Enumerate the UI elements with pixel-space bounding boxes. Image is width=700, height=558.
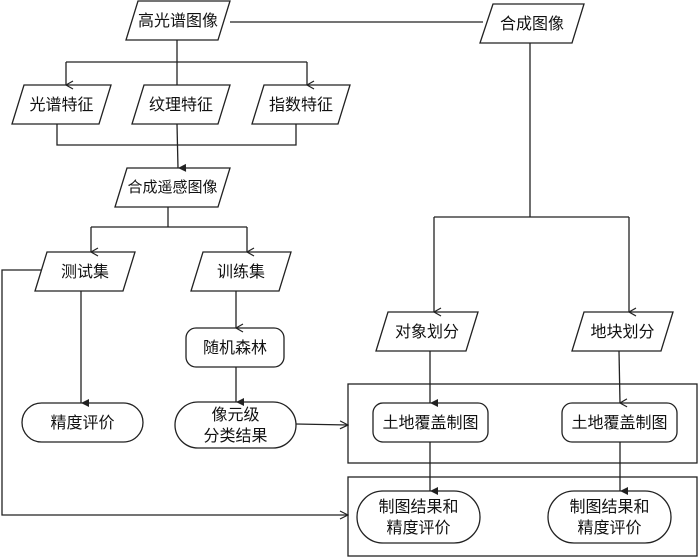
node-spectral-shape [11, 84, 112, 125]
node-train-set-shape [190, 251, 292, 292]
node-map-eval-parcel-shape [547, 490, 672, 544]
node-composite-rs-image: 合成遥感图像 [127, 178, 218, 196]
node-composite-image: 合成图像 [499, 14, 564, 33]
node-random-forest: 随机森林 [202, 338, 267, 357]
node-composite-rs-shape [114, 167, 231, 208]
node-pixel-level-result: 像元级 分类结果 [175, 402, 296, 448]
arrow-pixel-to-landcover [295, 424, 348, 425]
node-composite-shape [479, 3, 585, 44]
node-map-eval-object: 制图结果和 精度评价 [357, 491, 480, 543]
node-hyperspectral-image: 高光谱图像 [137, 11, 218, 30]
node-object-segmentation: 对象划分 [394, 322, 459, 341]
node-hyperspectral-shape [125, 0, 231, 41]
map-eval-object-line-2: 精度评价 [386, 518, 451, 537]
arrow-test-to-evaluation [1, 269, 348, 515]
arrow-to-composite-rs [176, 123, 187, 172]
node-index-features: 指数特征 [268, 95, 333, 114]
node-land-cover-map-parcel: 土地覆盖制图 [571, 413, 668, 432]
node-map-eval-parcel: 制图结果和 精度评价 [548, 491, 671, 543]
node-texture-features: 纹理特征 [148, 95, 213, 114]
node-spectral-features: 光谱特征 [29, 95, 94, 114]
node-parcel-seg-shape [571, 311, 674, 352]
node-parcel-segmentation: 地块划分 [590, 322, 655, 341]
pixel-result-line-2: 分类结果 [203, 426, 268, 445]
node-index-shape [251, 84, 351, 125]
pixel-result-line-1: 像元级 [211, 405, 260, 424]
node-test-set-shape [34, 251, 136, 292]
map-eval-parcel-line-1: 制图结果和 [569, 497, 650, 516]
map-eval-parcel-line-2: 精度评价 [577, 518, 642, 537]
node-land-cover-map-object: 土地覆盖制图 [382, 413, 479, 432]
edge-feature-merge [56, 124, 297, 146]
node-test-set: 测试集 [60, 262, 109, 281]
node-train-set: 训练集 [216, 262, 265, 281]
node-object-seg-shape [375, 311, 479, 352]
arrow-to-lc-map-parcel [618, 350, 628, 408]
node-map-eval-obj-shape [356, 490, 481, 544]
node-accuracy-evaluation: 精度评价 [50, 413, 115, 432]
node-texture-shape [131, 84, 231, 125]
map-eval-object-line-1: 制图结果和 [378, 497, 459, 516]
